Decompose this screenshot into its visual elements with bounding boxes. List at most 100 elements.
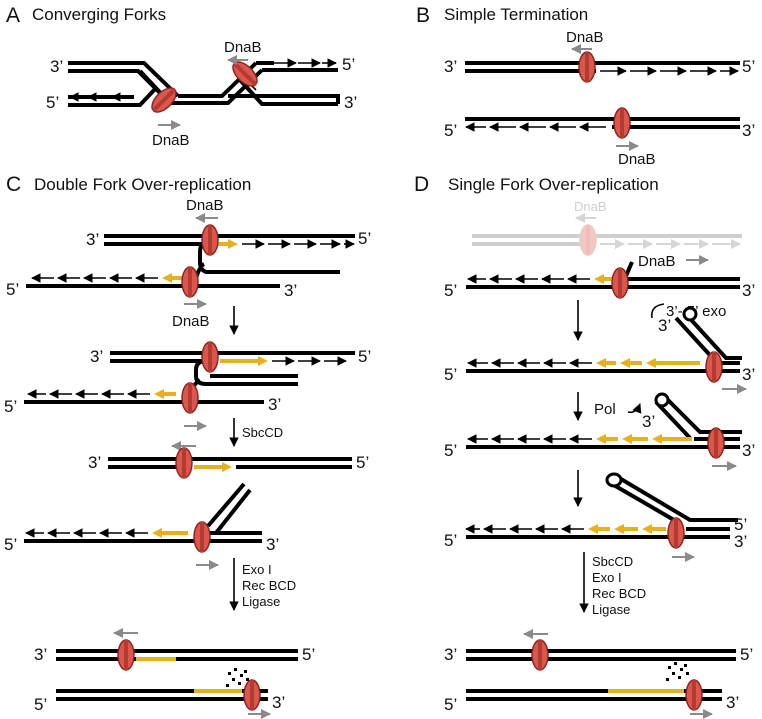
new-synthesis-arrowhead (594, 274, 604, 284)
new-synthesis-arrowhead (588, 524, 598, 534)
dnab-helicase-icon (193, 521, 211, 553)
new-synthesis-arrowhead (646, 358, 656, 368)
dnab-helicase-icon (685, 679, 703, 711)
new-synthesis-arrowhead (222, 462, 232, 472)
dnab-label: DnaB (172, 313, 210, 330)
hairpin-loop (605, 472, 623, 488)
hairpin-loop (654, 392, 670, 408)
end-label: 3’ (742, 281, 755, 300)
end-label: 5’ (342, 55, 355, 74)
end-label: 3’ (726, 693, 739, 712)
pol-pointer (627, 403, 642, 414)
end-label: 5’ (358, 229, 371, 248)
enzyme-label: Ligase (592, 602, 630, 617)
panel-letter-a: A (6, 4, 20, 27)
dna-strand (662, 394, 742, 434)
dnab-helicase-icon (175, 447, 193, 479)
end-label: 3’ (284, 281, 297, 300)
dna-strand (228, 94, 340, 104)
enzyme-label: SbcCD (242, 425, 283, 440)
dnab-label: DnaB (224, 39, 262, 56)
end-label: 3’ (742, 441, 755, 460)
dna-strand (68, 86, 158, 107)
end-label: 3’ (444, 645, 457, 664)
end-label: 3’ (642, 412, 655, 431)
enzyme-label: SbcCD (592, 554, 633, 569)
new-synthesis-arrowhead (614, 524, 624, 534)
end-label: 3’ (272, 693, 285, 712)
hairpin-loop (682, 306, 698, 322)
end-label: 5’ (742, 57, 755, 76)
end-label: 5’ (356, 453, 369, 472)
dnab-helicase-icon (578, 51, 596, 83)
dnab-helicase-icon (151, 87, 177, 113)
end-label: 3’ (742, 121, 755, 140)
end-label: 5’ (444, 441, 457, 460)
end-label: 5’ (4, 397, 17, 416)
enzyme-label: Exo I (242, 562, 272, 577)
end-label: 5’ (734, 515, 747, 534)
dnab-helicase-icon (181, 382, 199, 414)
dnab-label: DnaB (186, 197, 224, 214)
end-label: 5’ (740, 645, 753, 664)
dna-strand (68, 61, 180, 98)
end-label: 3’ (90, 347, 103, 366)
end-label: 5’ (444, 365, 457, 384)
panel-b: B Simple Termination DnaB 3’ 5’ 5’ 3’ Dn… (416, 4, 755, 168)
end-label: 5’ (4, 535, 17, 554)
new-synthesis-arrowhead (596, 358, 606, 368)
dnab-label: DnaB (566, 29, 604, 46)
end-label: 3’ (742, 365, 755, 384)
end-label: 3’ (86, 230, 99, 249)
dnab-helicase-icon (707, 427, 725, 459)
exo-pointer (650, 303, 665, 319)
end-label: 3’ (34, 645, 47, 664)
dnab-helicase-icon (579, 224, 597, 256)
faded-prior-state: DnaB (472, 199, 742, 256)
panel-a: A Converging Forks 3’ 5’ 5’ 3’ DnaB (6, 4, 357, 149)
panel-title-a: Converging Forks (32, 5, 166, 24)
dnab-helicase-icon (201, 341, 219, 373)
panel-c: C Double Fork Over-replication DnaB 3’ 5… (4, 173, 371, 719)
panel-letter-b: B (416, 4, 430, 27)
new-synthesis-arrowhead (228, 239, 238, 249)
end-label: 5’ (6, 280, 19, 299)
end-label: 5’ (444, 281, 457, 300)
dnab-label: DnaB (152, 132, 190, 149)
dna-strand (610, 482, 676, 522)
end-label: 3’ (50, 57, 63, 76)
new-synthesis-arrowhead (652, 434, 662, 444)
new-synthesis-arrowhead (596, 434, 606, 444)
degraded-dna-fragments-icon (226, 668, 249, 687)
end-label: 5’ (444, 531, 457, 550)
dna-strand (206, 482, 246, 528)
new-synthesis-arrowhead (154, 389, 164, 399)
dnab-label-faded: DnaB (574, 199, 607, 214)
pol-label: Pol (594, 401, 616, 418)
panel-d: D Single Fork Over-replication DnaB 5’ 3… (414, 173, 755, 719)
dnab-helicase-icon (181, 266, 199, 298)
dnab-helicase-icon (613, 107, 631, 139)
new-synthesis-arrowhead (162, 273, 172, 283)
panel-title-b: Simple Termination (444, 5, 588, 24)
dnab-helicase-icon (611, 267, 629, 299)
new-synthesis-arrowhead (152, 528, 162, 538)
enzyme-label: Ligase (242, 594, 280, 609)
panel-title-c: Double Fork Over-replication (34, 175, 251, 194)
dna-strand (654, 400, 692, 440)
new-synthesis-arrowhead (642, 524, 652, 534)
dnab-helicase-icon (117, 639, 135, 671)
dna-strand (238, 78, 338, 106)
degraded-dna-fragments-icon (666, 662, 689, 681)
dnab-helicase-icon (667, 517, 685, 549)
end-label: 5’ (46, 93, 59, 112)
end-label: 3’ (266, 535, 279, 554)
new-synthesis-arrowhead (622, 434, 632, 444)
end-label: 3’ (344, 93, 357, 112)
dnab-helicase-icon (201, 224, 219, 256)
enzyme-label: Rec BCD (592, 586, 646, 601)
end-label: 3’ (734, 532, 747, 551)
panel-letter-c: C (6, 173, 21, 196)
end-label: 3’ (444, 57, 457, 76)
